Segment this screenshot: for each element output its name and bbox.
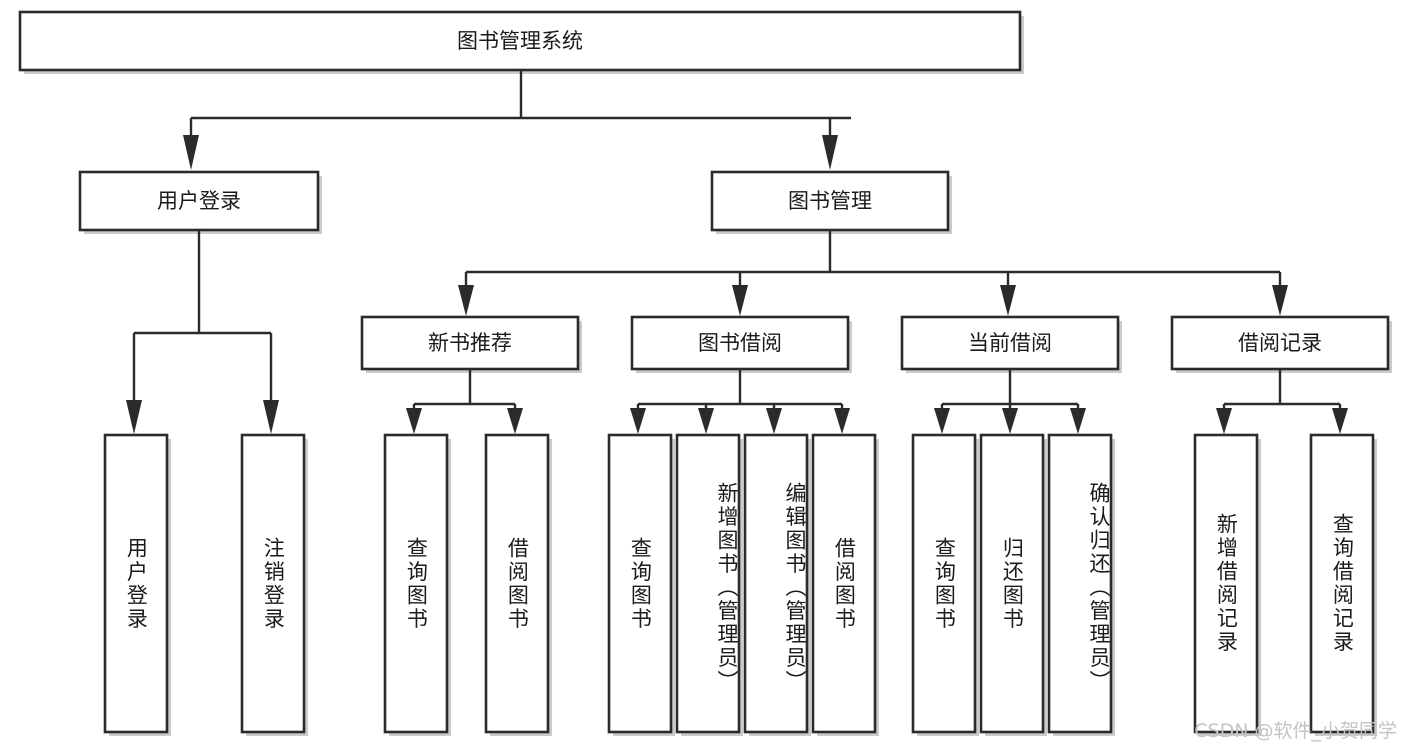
leaf-node-book-borrow-2[interactable] [675, 433, 743, 736]
leaf-label-user-login-1: 用户登录 [124, 536, 149, 631]
leaf-label-current-borrow-1: 查询图书 [932, 536, 957, 631]
arrow-head-book-borrow-leaf-4 [834, 408, 850, 434]
leaf-node-user-login-1[interactable] [103, 433, 171, 736]
leaf-book-borrow-1-box [607, 433, 673, 734]
leaf-label-borrow-record-2: 查询借阅记录 [1330, 513, 1355, 654]
leaf-label-new-book-2: 借阅图书 [505, 536, 530, 631]
leaf-label-book-borrow-2: 新增图书（管理员） [715, 481, 739, 694]
node-user-login[interactable]: 用户登录 [78, 170, 322, 234]
leaf-label-new-book-1: 查询图书 [404, 536, 429, 631]
leaf-borrow-record-2-box [1309, 433, 1375, 734]
connector-book-borrow-to-leaves [630, 369, 850, 434]
leaf-borrow-record-1-box [1193, 433, 1259, 734]
leaf-node-book-borrow-3[interactable] [743, 433, 811, 736]
leaf-label-current-borrow-2: 归还图书 [1000, 536, 1025, 631]
node-root-box [18, 10, 1022, 72]
arrow-head-current-borrow [1000, 285, 1016, 316]
leaf-current-borrow-3-box [1047, 433, 1113, 734]
leaf-current-borrow-2-box [979, 433, 1045, 734]
node-book-borrow-label: 图书借阅 [698, 331, 782, 355]
leaf-node-new-book-1[interactable] [383, 433, 451, 736]
leaf-label-book-borrow-4: 借阅图书 [832, 536, 857, 631]
arrow-head-book-borrow-leaf-1 [630, 408, 646, 434]
arrow-head-new-book-leaf-1 [406, 408, 422, 434]
arrow-head-current-borrow-leaf-3 [1070, 408, 1086, 434]
connector-user-login-to-leaves [126, 230, 279, 434]
leaf-book-borrow-4-box [811, 433, 877, 734]
arrow-head-book-borrow-leaf-3 [766, 408, 782, 434]
node-new-book-label: 新书推荐 [428, 331, 512, 355]
node-new-book-recommend[interactable]: 新书推荐 [360, 315, 582, 373]
node-user-login-label: 用户登录 [157, 189, 241, 213]
leaf-node-borrow-record-2[interactable] [1309, 433, 1377, 736]
leaf-node-current-borrow-3[interactable] [1047, 433, 1115, 736]
leaf-label-current-borrow-3: 确认归还（管理员） [1087, 481, 1111, 694]
arrow-head-new-book-leaf-2 [507, 408, 523, 434]
node-book-borrow[interactable]: 图书借阅 [630, 315, 852, 373]
leaf-node-new-book-2[interactable] [484, 433, 552, 736]
leaf-user-login-1-box [103, 433, 169, 734]
connector-new-book-to-leaves [406, 369, 523, 434]
leaf-node-current-borrow-2[interactable] [979, 433, 1047, 736]
leaf-user-login-2-box [240, 433, 306, 734]
node-borrow-record-label: 借阅记录 [1238, 331, 1322, 355]
arrow-head-current-borrow-leaf-2 [1002, 408, 1018, 434]
node-current-borrow-box [900, 315, 1120, 371]
arrow-head-borrow-record-leaf-2 [1332, 408, 1348, 434]
node-root-label: 图书管理系统 [457, 29, 583, 53]
leaf-current-borrow-1-box [911, 433, 977, 734]
leaf-book-borrow-3-box [743, 433, 809, 734]
node-borrow-record[interactable]: 借阅记录 [1170, 315, 1392, 373]
arrow-head-book-borrow [732, 285, 748, 316]
leaf-node-book-borrow-1[interactable] [607, 433, 675, 736]
node-book-manage-box [710, 170, 950, 232]
arrow-head-book-borrow-leaf-2 [698, 408, 714, 434]
connector-current-borrow-to-leaves [934, 369, 1086, 434]
leaf-label-user-login-2: 注销登录 [261, 536, 286, 631]
leaf-node-user-login-2[interactable] [240, 433, 308, 736]
node-root[interactable]: 图书管理系统 [18, 10, 1024, 74]
node-current-borrow-label: 当前借阅 [968, 331, 1052, 355]
leaf-node-book-borrow-4[interactable] [811, 433, 879, 736]
arrow-head-borrow-record [1272, 285, 1288, 316]
leaf-label-borrow-record-1: 新增借阅记录 [1214, 513, 1239, 654]
arrow-head-user-login [183, 135, 199, 170]
leaf-node-current-borrow-1[interactable] [911, 433, 979, 736]
leaf-label-book-borrow-3: 编辑图书（管理员） [783, 481, 807, 694]
node-book-manage[interactable]: 图书管理 [710, 170, 952, 234]
connector-root-to-level2 [183, 70, 851, 170]
node-user-login-box [78, 170, 320, 232]
node-book-borrow-box [630, 315, 850, 371]
arrow-head-book-manage [822, 135, 838, 170]
arrow-head-borrow-record-leaf-1 [1216, 408, 1232, 434]
arrow-head-new-book [458, 285, 474, 316]
leaf-book-borrow-2-box [675, 433, 741, 734]
node-current-borrow[interactable]: 当前借阅 [900, 315, 1122, 373]
arrow-head-leaf-user-login-2 [263, 400, 279, 434]
leaf-new-book-2-box [484, 433, 550, 734]
node-book-manage-label: 图书管理 [788, 189, 872, 213]
connector-book-manage-to-level3 [458, 230, 1288, 316]
connector-borrow-record-to-leaves [1216, 369, 1348, 434]
leaf-new-book-1-box [383, 433, 449, 734]
arrow-head-leaf-user-login-1 [126, 400, 142, 434]
arrow-head-current-borrow-leaf-1 [934, 408, 950, 434]
leaf-label-book-borrow-1: 查询图书 [628, 536, 653, 631]
csdn-watermark: CSDN @软件_小贺同学 [1194, 720, 1397, 742]
node-borrow-record-box [1170, 315, 1390, 371]
leaf-node-borrow-record-1[interactable] [1193, 433, 1261, 736]
